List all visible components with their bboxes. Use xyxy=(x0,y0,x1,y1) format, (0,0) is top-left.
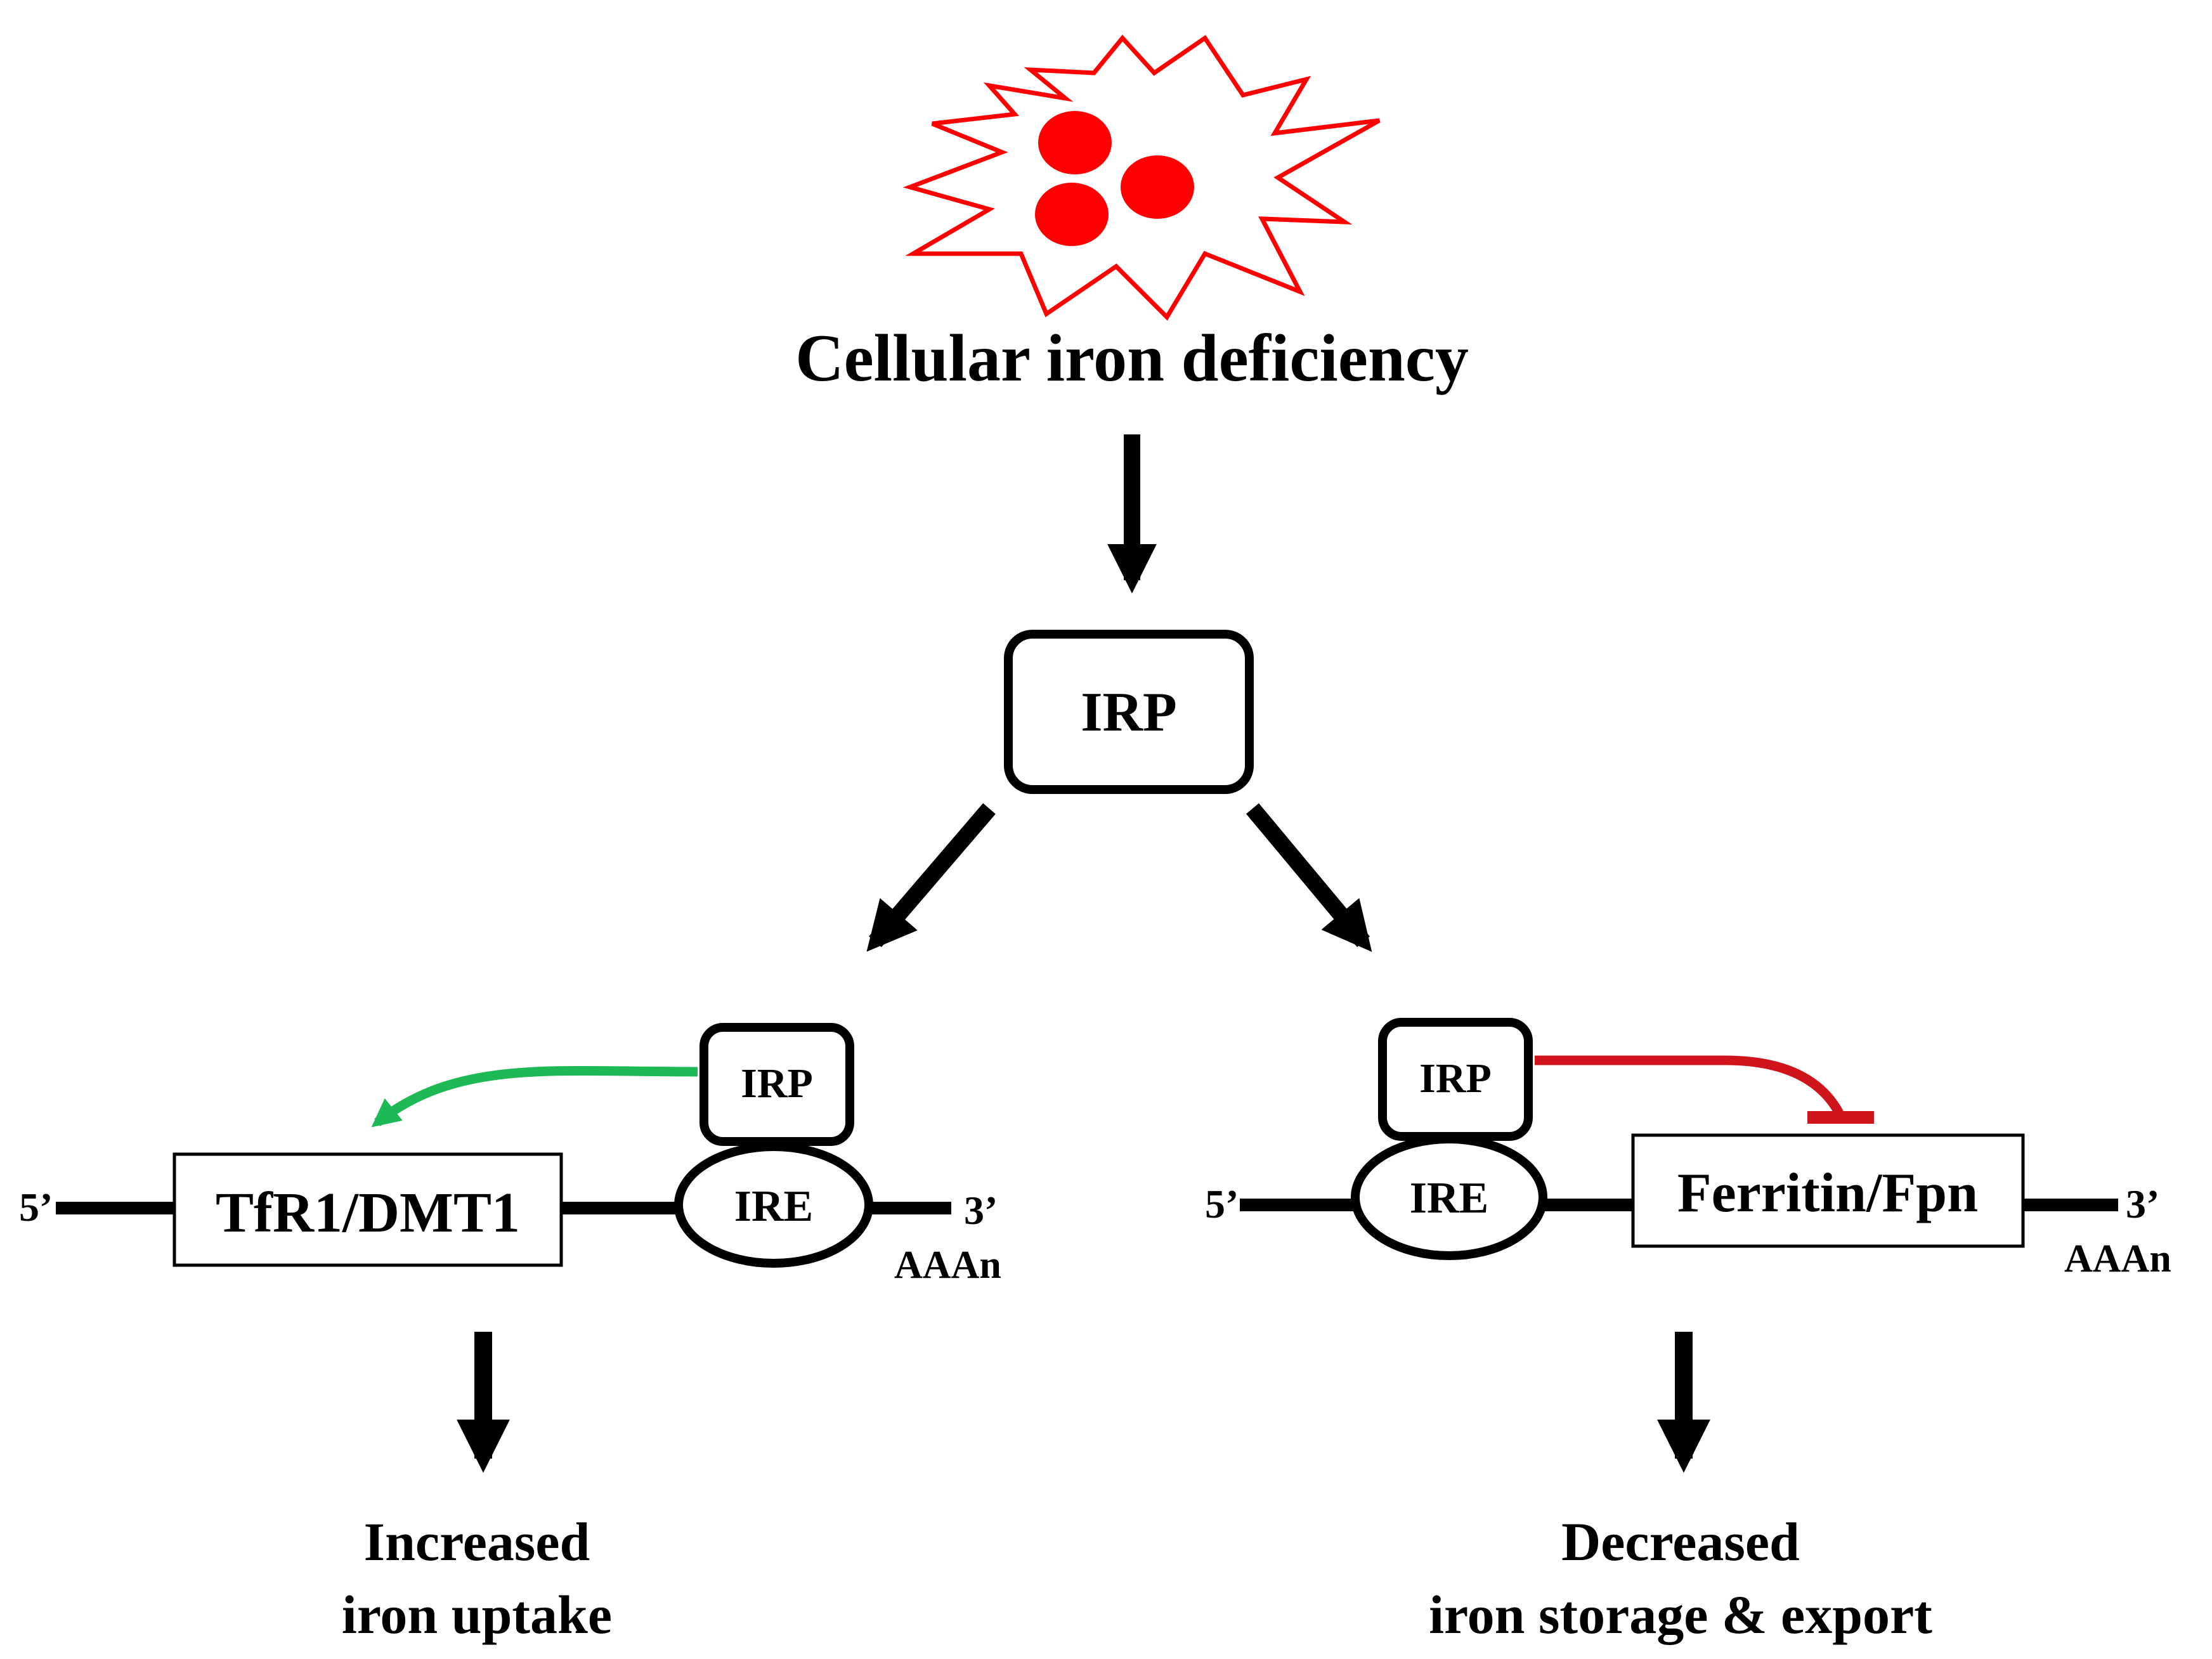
diagram-title: Cellular iron deficiency xyxy=(795,321,1469,395)
ire-left-label: IRE xyxy=(734,1182,813,1231)
irp-left-box xyxy=(699,1023,854,1146)
inhibition-arrow xyxy=(1535,1055,1844,1116)
gene-label-ferritin-fpn: Ferritin/Fpn xyxy=(1677,1162,1978,1224)
irp-right-box xyxy=(1378,1018,1533,1141)
gene-box-ferritin-fpn xyxy=(1631,1133,2025,1248)
irp-left-label: IRP xyxy=(741,1060,813,1107)
five-prime-left: 5’ xyxy=(19,1185,53,1230)
iron-dot-icon xyxy=(1035,183,1109,246)
ire-right-label: IRE xyxy=(1410,1174,1488,1223)
arrow-to-left-branch xyxy=(866,803,996,952)
right-branch: IRE IRP Ferritin/Fpn 5’ 3’ AAAn Decrease… xyxy=(1205,1018,2171,1645)
five-prime-right: 5’ xyxy=(1205,1181,1239,1226)
poly-a-left: AAAn xyxy=(894,1244,1001,1287)
right-outcome-line2: iron storage & export xyxy=(1429,1584,1932,1645)
gene-box-tfr1-dmt1 xyxy=(172,1152,563,1267)
three-prime-left: 3’ xyxy=(964,1188,998,1233)
iron-dot-icon xyxy=(1121,155,1194,219)
left-outcome-line2: iron uptake xyxy=(342,1584,612,1645)
right-outcome-line1: Decreased xyxy=(1561,1511,1800,1572)
activation-arrow xyxy=(371,1065,698,1128)
iron-deficient-cell xyxy=(902,34,1381,321)
iron-dot-icon xyxy=(1038,111,1112,174)
left-branch: TfR1/DMT1 IRE IRP 5’ 3’ AAAn Increased i… xyxy=(19,1023,1001,1645)
poly-a-right: AAAn xyxy=(2064,1237,2171,1280)
irp-center-label: IRP xyxy=(1081,682,1177,743)
left-outcome-line1: Increased xyxy=(364,1511,590,1572)
irp-right-label: IRP xyxy=(1419,1055,1492,1102)
gene-label-tfr1-dmt1: TfR1/DMT1 xyxy=(216,1181,520,1244)
three-prime-right: 3’ xyxy=(2126,1181,2159,1226)
arrow-to-right-branch xyxy=(1246,803,1372,952)
irp-center-node: IRP xyxy=(1004,630,1254,794)
ire-left xyxy=(674,1142,873,1268)
